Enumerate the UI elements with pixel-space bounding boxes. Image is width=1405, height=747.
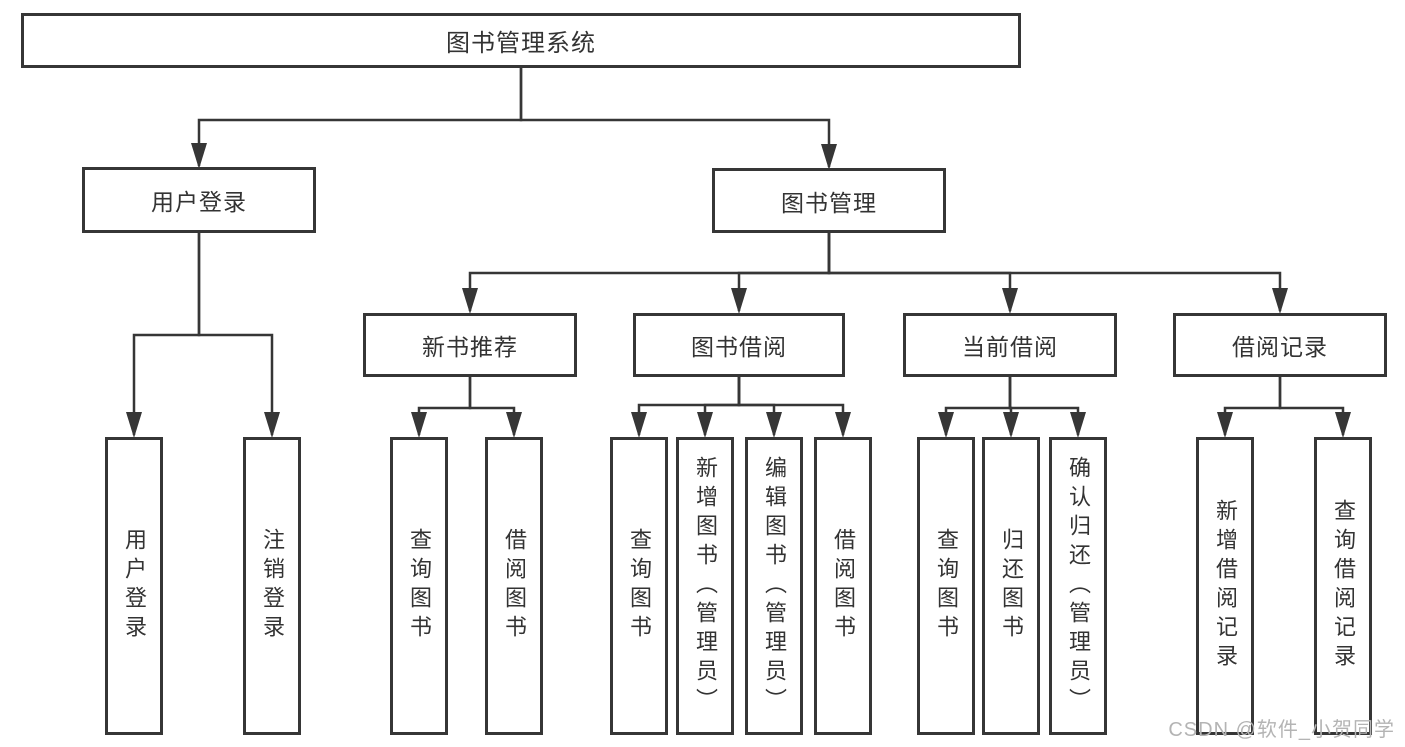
node-book-management: 图书管理: [712, 168, 946, 233]
node-confirm-return-admin: 确认归还（管理员）: [1049, 437, 1107, 735]
node-current-borrowing: 当前借阅: [903, 313, 1117, 377]
node-user-login-leaf: 用户登录: [105, 437, 163, 735]
node-query-books-borrow: 查询图书: [610, 437, 668, 735]
node-query-books-current: 查询图书: [917, 437, 975, 735]
node-borrow-books-borrow: 借阅图书: [814, 437, 872, 735]
node-library-management-system: 图书管理系统: [21, 13, 1021, 68]
node-borrowing-records: 借阅记录: [1173, 313, 1387, 377]
node-add-borrowing-record: 新增借阅记录: [1196, 437, 1254, 735]
node-user-login: 用户登录: [82, 167, 316, 233]
node-borrow-books-recommend: 借阅图书: [485, 437, 543, 735]
node-return-books: 归还图书: [982, 437, 1040, 735]
node-book-borrowing: 图书借阅: [633, 313, 845, 377]
node-query-borrowing-record: 查询借阅记录: [1314, 437, 1372, 735]
node-new-book-recommendation: 新书推荐: [363, 313, 577, 377]
node-edit-books-admin: 编辑图书（管理员）: [745, 437, 803, 735]
node-query-books-recommend: 查询图书: [390, 437, 448, 735]
node-logout: 注销登录: [243, 437, 301, 735]
watermark: CSDN @软件_小贺同学: [1168, 719, 1395, 741]
node-add-books-admin: 新增图书（管理员）: [676, 437, 734, 735]
